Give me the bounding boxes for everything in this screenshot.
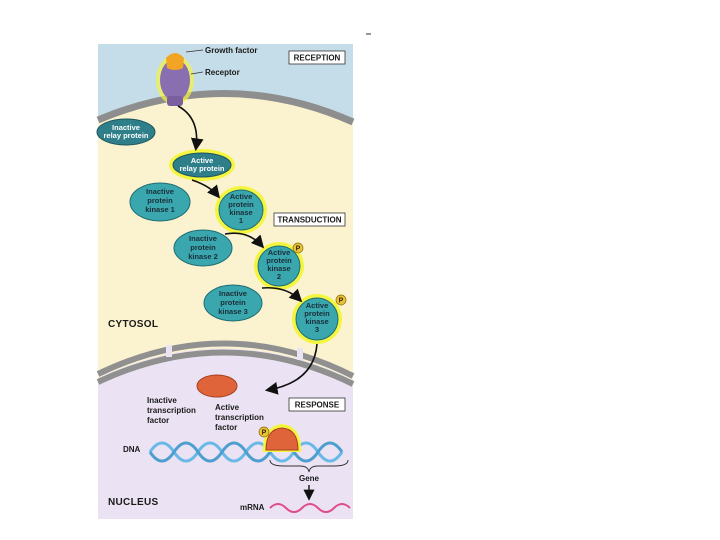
inactive-transcription-factor-label: Inactive: [147, 396, 177, 405]
svg-text:transcription: transcription: [147, 406, 196, 415]
active-relay-protein: Active relay protein: [169, 149, 235, 181]
dna-helix: [148, 441, 344, 463]
nuclear-envelope: [96, 340, 355, 379]
svg-text:protein: protein: [220, 298, 246, 307]
svg-text:factor: factor: [215, 423, 237, 432]
svg-text:relay protein: relay protein: [103, 131, 148, 140]
gene-bracket: [269, 459, 349, 473]
gene-label: Gene: [299, 474, 320, 483]
svg-text:Inactive: Inactive: [146, 187, 174, 196]
cytosol-label: CYTOSOL: [108, 319, 158, 330]
active-protein-kinase-2: Active protein kinase 2: [254, 242, 304, 290]
receptor-label: Receptor: [205, 68, 240, 77]
svg-text:protein: protein: [147, 196, 173, 205]
svg-text:RECEPTION: RECEPTION: [294, 54, 341, 63]
svg-text:P: P: [262, 430, 267, 437]
svg-text:Active: Active: [230, 192, 253, 201]
svg-text:protein: protein: [304, 309, 330, 318]
active-protein-kinase-1: Active protein kinase 1: [215, 186, 267, 234]
svg-text:protein: protein: [228, 200, 254, 209]
svg-text:relay protein: relay protein: [179, 164, 224, 173]
svg-text:protein: protein: [190, 243, 216, 252]
svg-text:kinase 3: kinase 3: [218, 307, 248, 316]
svg-text:1: 1: [239, 216, 243, 225]
svg-text:Active: Active: [191, 156, 214, 165]
svg-text:Inactive: Inactive: [189, 234, 217, 243]
svg-text:kinase: kinase: [229, 208, 252, 217]
svg-text:protein: protein: [266, 256, 292, 265]
transduction-section-label: TRANSDUCTION: [273, 212, 346, 227]
nucleus-area: [98, 348, 353, 519]
svg-text:kinase: kinase: [305, 317, 328, 326]
mrna-strand: [269, 503, 351, 513]
phosphate-transcription-factor: P: [258, 426, 270, 438]
svg-text:2: 2: [277, 272, 281, 281]
inactive-protein-kinase-2: Inactive protein kinase 2: [173, 229, 233, 267]
inactive-protein-kinase-1: Inactive protein kinase 1: [129, 182, 191, 222]
svg-text:TRANSDUCTION: TRANSDUCTION: [278, 216, 342, 225]
svg-text:Active: Active: [268, 248, 291, 257]
svg-text:kinase 2: kinase 2: [188, 252, 218, 261]
phosphate-kinase-3: P: [335, 294, 347, 306]
phosphate-kinase-2: P: [292, 242, 304, 254]
svg-text:kinase: kinase: [267, 264, 290, 273]
mrna-label: mRNA: [240, 503, 265, 512]
growth-factor-label: Growth factor: [205, 46, 257, 55]
receptor: [156, 55, 194, 106]
svg-text:3: 3: [315, 325, 319, 334]
svg-text:kinase 1: kinase 1: [145, 205, 175, 214]
growth-factor: [166, 53, 184, 70]
inactive-transcription-factor: [196, 374, 238, 398]
plasma-membrane: [96, 90, 355, 126]
svg-text:P: P: [296, 246, 301, 253]
svg-text:RESPONSE: RESPONSE: [295, 401, 340, 410]
svg-text:Inactive: Inactive: [112, 123, 140, 132]
inactive-protein-kinase-3: Inactive protein kinase 3: [203, 284, 263, 322]
active-transcription-factor: [262, 424, 302, 452]
svg-text:factor: factor: [147, 416, 169, 425]
active-transcription-factor-label: Active: [215, 403, 240, 412]
svg-text:Active: Active: [306, 301, 329, 310]
svg-text:transcription: transcription: [215, 413, 264, 422]
inactive-relay-protein: Inactive relay protein: [96, 118, 156, 146]
active-protein-kinase-3: Active protein kinase 3: [292, 294, 342, 344]
dna-label: DNA: [123, 445, 141, 454]
nucleus-label: NUCLEUS: [108, 497, 158, 508]
svg-text:P: P: [339, 298, 344, 305]
response-section-label: RESPONSE: [288, 397, 346, 412]
svg-text:Inactive: Inactive: [219, 289, 247, 298]
reception-section-label: RECEPTION: [288, 50, 346, 65]
